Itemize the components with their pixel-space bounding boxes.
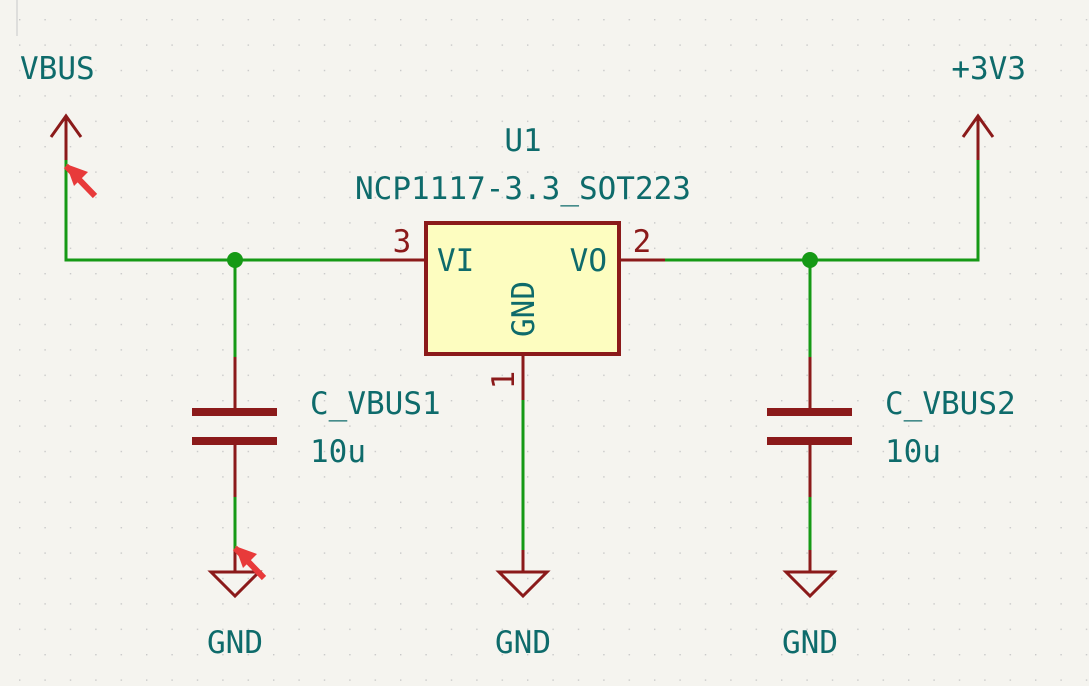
wire-vbus[interactable] — [64, 140, 380, 262]
u1-regulator[interactable] — [380, 221, 665, 400]
gnd-right-symbol[interactable] — [782, 550, 838, 599]
erc-marker-gnd-left[interactable] — [232, 545, 267, 581]
u1-pin-vo-number: 2 — [633, 224, 652, 260]
v3v3-power-symbol[interactable] — [961, 113, 995, 160]
wire-3v3[interactable] — [665, 140, 980, 262]
u1-body[interactable] — [424, 221, 621, 356]
junction-dot-left — [227, 252, 243, 268]
cap-left-value: 10u — [310, 434, 366, 470]
u1-pin-gnd-number: 1 — [486, 371, 522, 390]
u1-pin-vo-name: VO — [570, 243, 607, 279]
erc-marker-vbus[interactable] — [63, 163, 98, 199]
u1-pin-gnd-name: GND — [506, 281, 542, 337]
gnd-right-label: GND — [782, 625, 838, 661]
cap-right-value: 10u — [885, 434, 941, 470]
gnd-left-symbol[interactable] — [207, 550, 263, 599]
cap-left-ref: C_VBUS1 — [310, 386, 441, 422]
v3v3-label: +3V3 — [951, 51, 1026, 87]
u1-ref: U1 — [504, 123, 541, 159]
vbus-label: VBUS — [20, 51, 95, 87]
wires — [64, 140, 980, 570]
u1-value: NCP1117-3.3_SOT223 — [355, 171, 691, 207]
gnd-center-label: GND — [495, 625, 551, 661]
cap-right[interactable] — [767, 357, 852, 497]
cap-right-ref: C_VBUS2 — [885, 386, 1016, 422]
u1-pin-vi-name: VI — [437, 243, 474, 279]
vbus-power-symbol[interactable] — [49, 113, 83, 160]
gnd-left-label: GND — [207, 625, 263, 661]
junction-dot-right — [802, 252, 818, 268]
u1-pin-vi-number: 3 — [393, 224, 412, 260]
cap-left[interactable] — [192, 357, 277, 497]
gnd-center-symbol[interactable] — [495, 550, 551, 599]
